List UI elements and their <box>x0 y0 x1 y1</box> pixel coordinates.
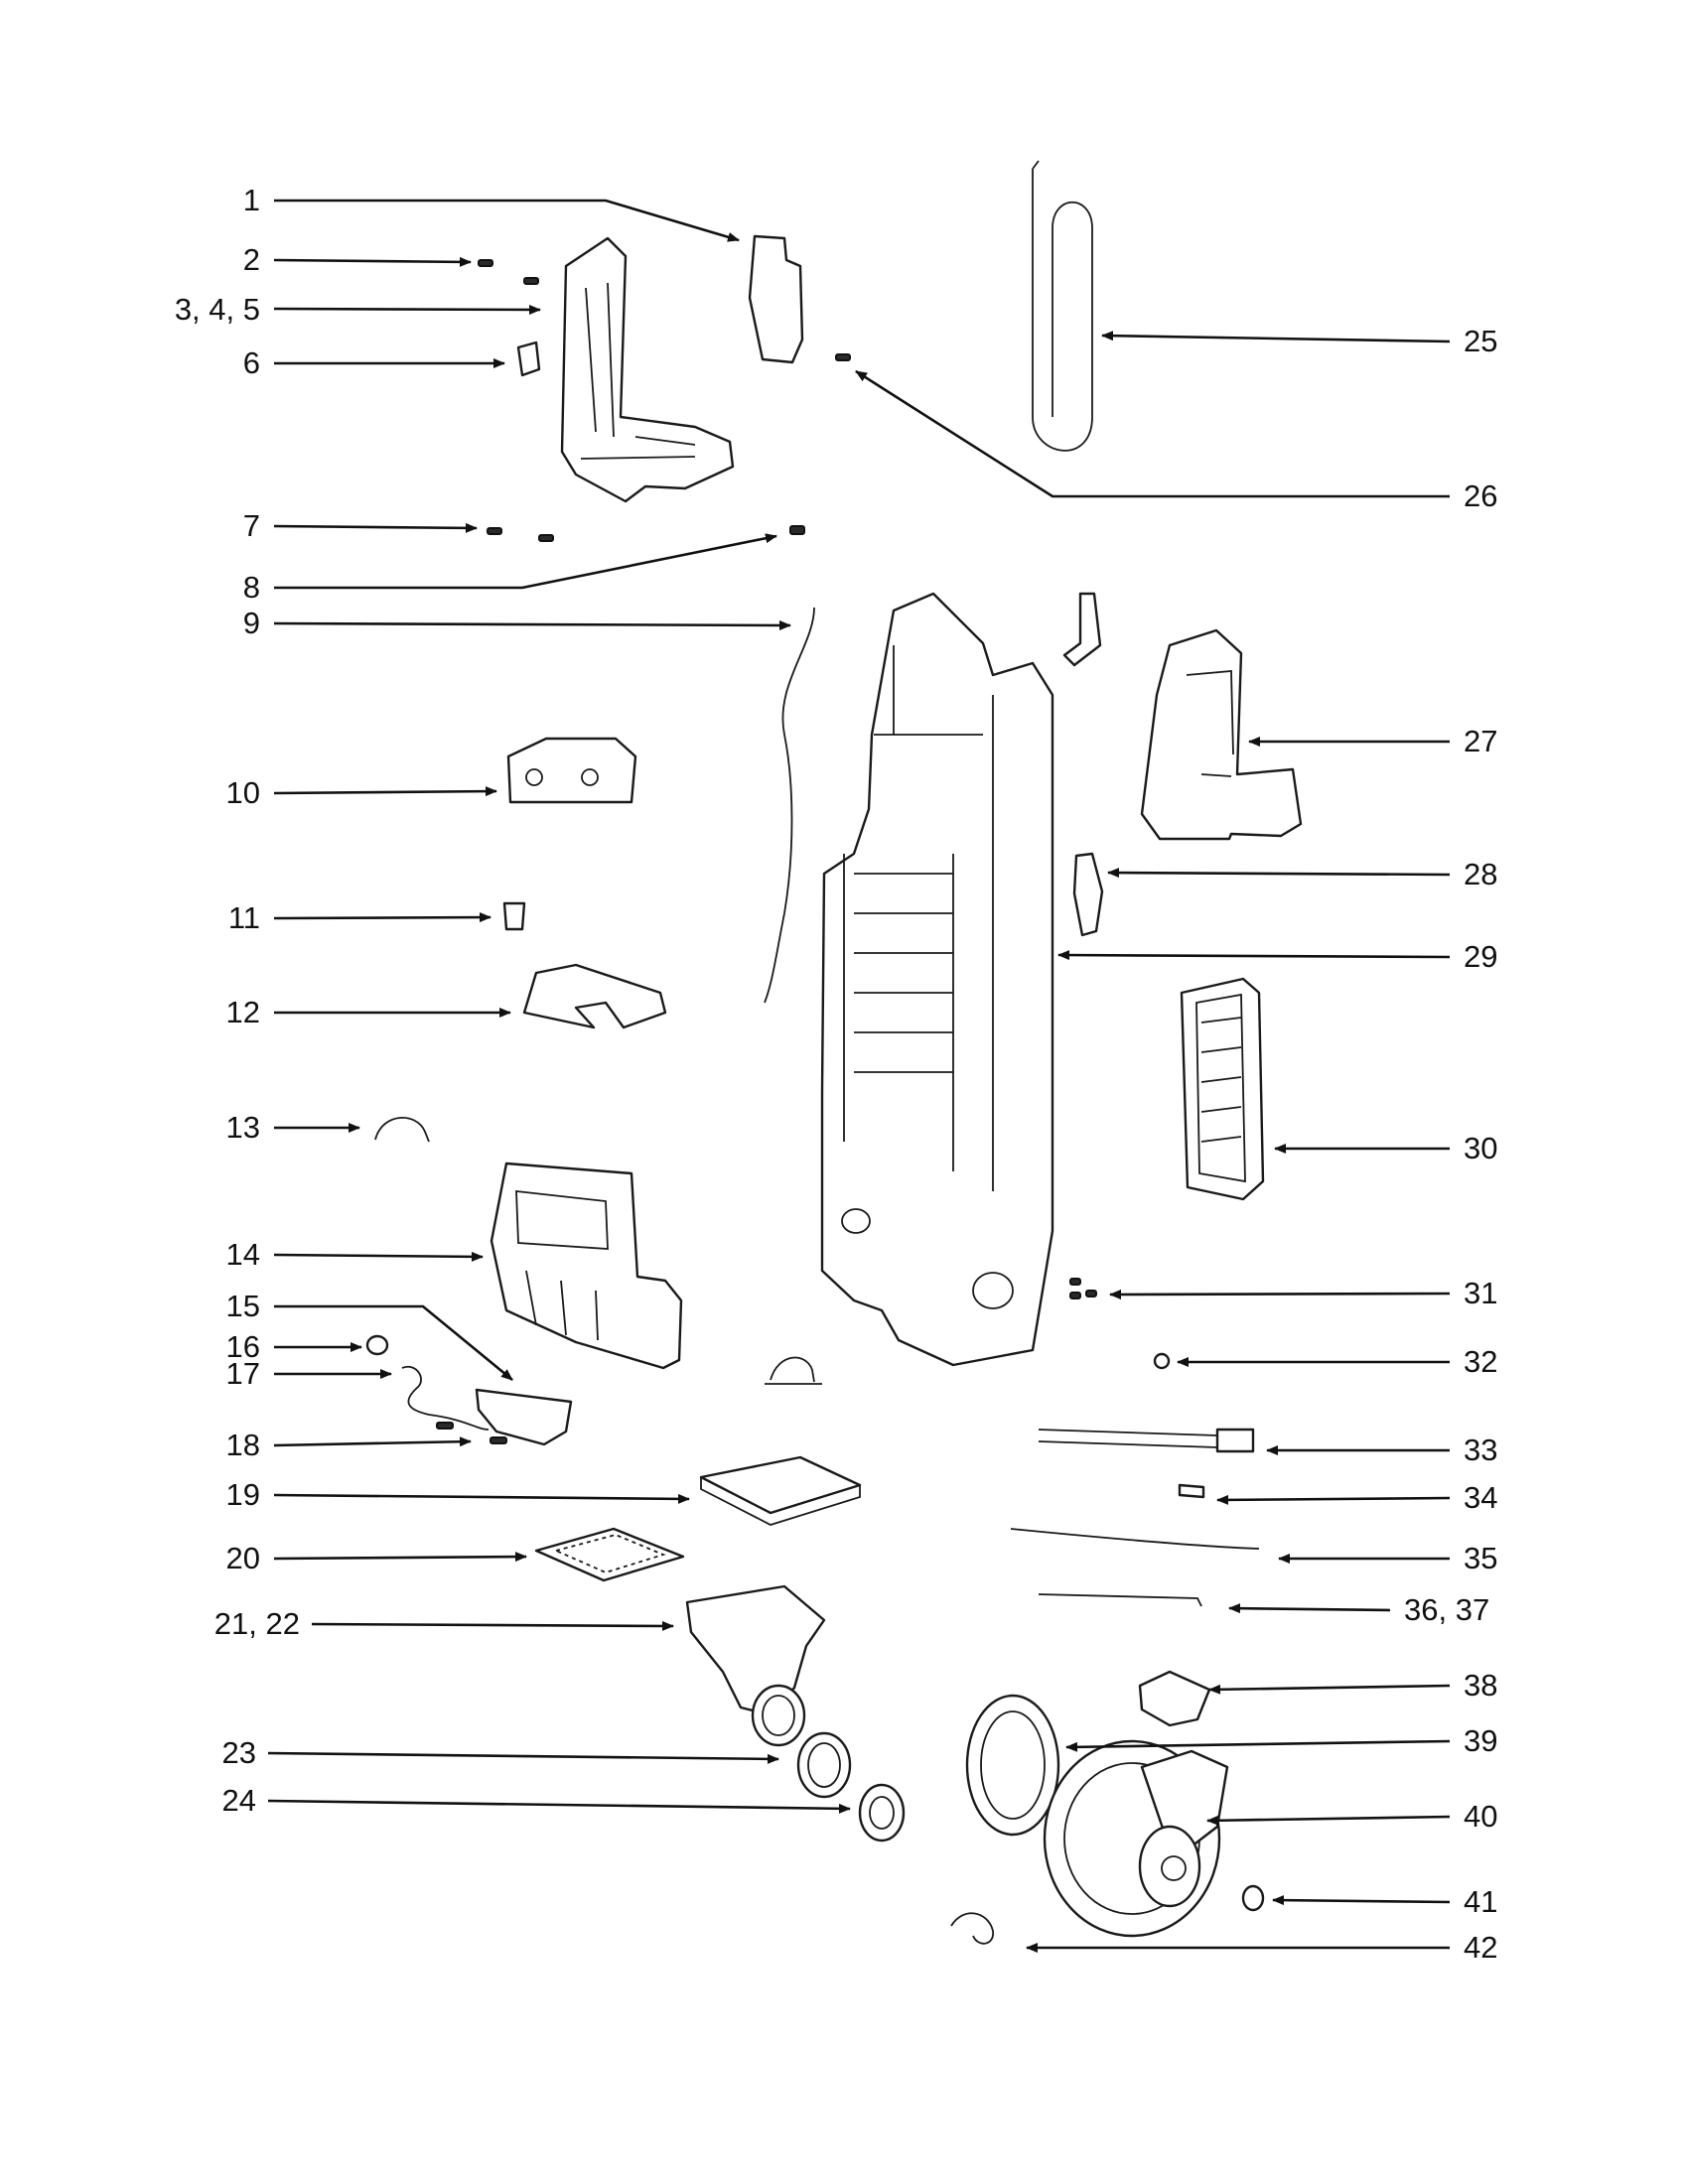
callout-11: 11 <box>228 900 260 935</box>
part-17-spring <box>401 1365 490 1431</box>
callout-30: 30 <box>1464 1131 1497 1165</box>
part-39-ring <box>965 1694 1060 1837</box>
callout-6: 6 <box>243 345 260 380</box>
part-14-bag-door <box>490 1161 683 1370</box>
callout-29: 29 <box>1464 939 1497 974</box>
callout-15: 15 <box>226 1289 260 1323</box>
part-2-screw <box>478 259 493 267</box>
part-9-wire <box>764 607 815 1004</box>
callout-26: 26 <box>1464 478 1497 513</box>
callout-21-22: 21, 22 <box>214 1606 300 1641</box>
part-25-cord <box>1032 160 1093 452</box>
part-35-rod <box>1010 1528 1260 1550</box>
part-7-screw-a <box>487 527 502 535</box>
part-29-main-body <box>820 592 1054 1367</box>
callout-12: 12 <box>226 995 260 1029</box>
part-30-filter <box>1180 977 1265 1201</box>
part-40-motor <box>1043 1739 1229 1938</box>
part-1-handle-grip <box>748 234 804 364</box>
part-15-bracket <box>475 1388 573 1446</box>
part-10-plate <box>506 737 637 804</box>
part-36-37-rod <box>1038 1593 1202 1607</box>
callout-16: 16 <box>226 1329 260 1364</box>
callout-34: 34 <box>1464 1480 1497 1515</box>
part-28-hook <box>1072 852 1104 937</box>
part-34-tube <box>1178 1483 1205 1499</box>
part-26-screw <box>835 353 851 361</box>
callout-1: 1 <box>243 183 260 217</box>
part-12-pad <box>522 963 667 1029</box>
callout-42: 42 <box>1464 1930 1497 1965</box>
part-8-screw <box>789 525 805 535</box>
callout-28: 28 <box>1464 857 1497 891</box>
callout-39: 39 <box>1464 1723 1497 1758</box>
part-18-screw-a <box>436 1422 454 1430</box>
callout-labels: 1 2 3, 4, 5 6 7 8 9 10 11 12 13 14 15 16… <box>175 183 1498 1965</box>
callout-35: 35 <box>1464 1541 1497 1575</box>
part-31-pin-b <box>1069 1292 1081 1299</box>
part-20-screen <box>534 1527 685 1582</box>
callout-36-37: 36, 37 <box>1404 1592 1489 1627</box>
part-13-clip-b <box>765 1356 822 1385</box>
part-31-pin-c <box>1085 1290 1097 1297</box>
part-11-plug <box>502 901 526 931</box>
callout-9: 9 <box>243 606 260 640</box>
callout-38: 38 <box>1464 1668 1497 1703</box>
callout-7: 7 <box>243 508 260 543</box>
part-23-ring <box>796 1731 852 1799</box>
parts-artwork <box>365 160 1303 1945</box>
part-hook-upper <box>1062 592 1102 667</box>
part-41-clip <box>1241 1884 1265 1912</box>
callout-31: 31 <box>1464 1276 1497 1310</box>
callout-18: 18 <box>226 1428 260 1462</box>
callout-40: 40 <box>1464 1799 1497 1834</box>
callout-2: 2 <box>243 242 260 277</box>
callout-8: 8 <box>243 570 260 605</box>
part-24-gasket <box>858 1783 906 1843</box>
part-18-screw-b <box>490 1436 507 1444</box>
part-16-cap <box>365 1334 389 1356</box>
part-handle-assembly <box>560 236 735 503</box>
part-21-22-nozzle <box>685 1584 826 1747</box>
part-7-screw-b <box>538 534 554 542</box>
part-38-pad <box>1138 1670 1211 1727</box>
part-33-rod <box>1038 1429 1218 1448</box>
part-42-wire-tie <box>950 1912 994 1945</box>
callout-32: 32 <box>1464 1344 1497 1379</box>
callout-19: 19 <box>226 1477 260 1512</box>
callout-10: 10 <box>226 775 260 810</box>
callout-17: 17 <box>226 1356 260 1391</box>
callout-24: 24 <box>222 1783 256 1818</box>
callout-20: 20 <box>226 1541 260 1575</box>
callout-23: 23 <box>222 1735 256 1770</box>
callout-25: 25 <box>1464 324 1497 358</box>
leader-lines <box>267 199 1451 1953</box>
callout-3-4-5: 3, 4, 5 <box>175 292 260 327</box>
callout-41: 41 <box>1464 1884 1497 1919</box>
part-6-switch <box>516 341 541 377</box>
part-31-pin-a <box>1069 1278 1081 1286</box>
callout-27: 27 <box>1464 724 1497 758</box>
callout-13: 13 <box>226 1110 260 1145</box>
part-32-washer <box>1153 1352 1171 1370</box>
part-27-housing <box>1140 628 1303 841</box>
callout-14: 14 <box>226 1237 260 1272</box>
part-13-clip <box>374 1117 430 1143</box>
part-3-screw <box>523 277 539 285</box>
callout-33: 33 <box>1464 1433 1497 1467</box>
